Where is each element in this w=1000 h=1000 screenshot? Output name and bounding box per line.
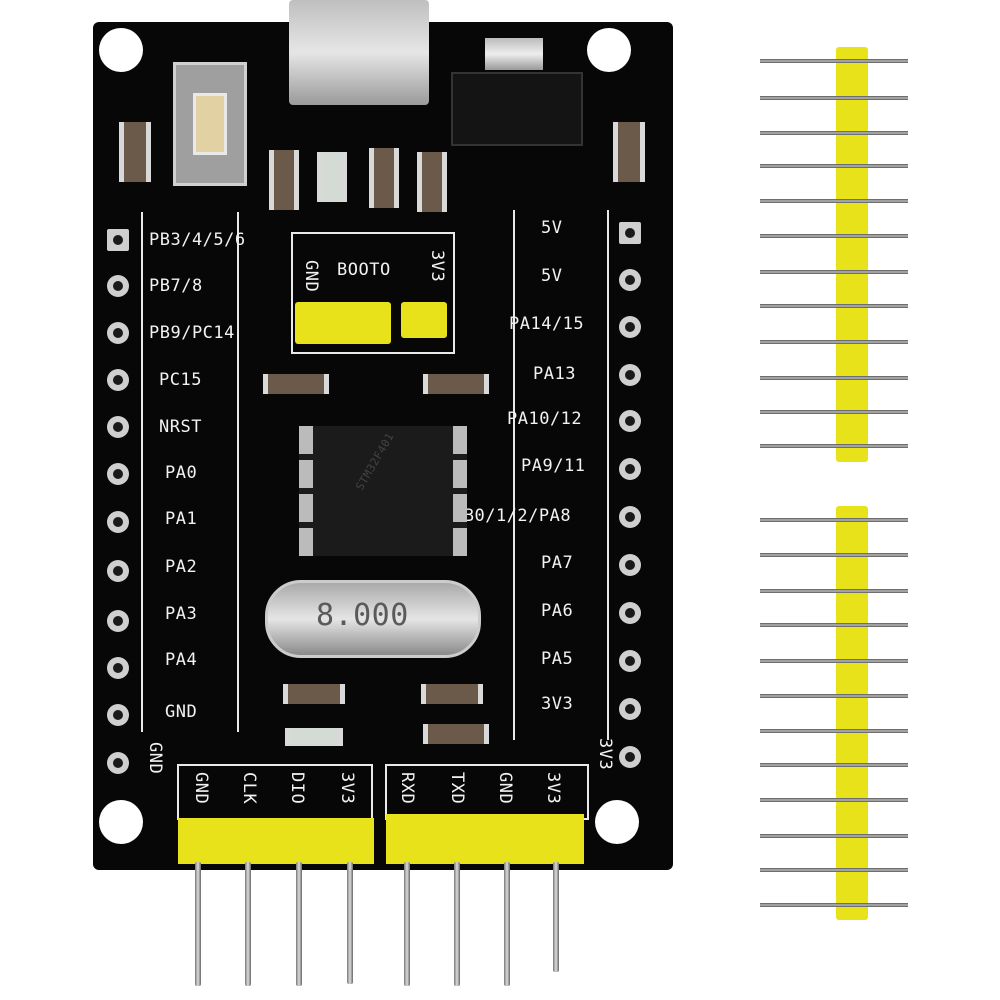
chip-marking: STM32F401 <box>353 430 397 493</box>
pin-pad <box>619 458 641 480</box>
left-pin-label: PA4 <box>165 650 198 670</box>
capacitor <box>613 122 645 182</box>
pin-pad <box>619 316 641 338</box>
header-pin <box>245 862 251 986</box>
left-pin-label: PB7/8 <box>149 276 203 296</box>
pin-pad <box>107 704 129 726</box>
corner-gnd-label: GND <box>145 742 165 775</box>
pin-pad <box>107 657 129 679</box>
micro-usb-connector <box>289 0 429 105</box>
uart-label: RXD <box>397 772 417 805</box>
capacitor <box>421 684 483 704</box>
pin-pad <box>619 746 641 768</box>
right-pin-label: PA7 <box>541 553 574 573</box>
right-pin-label: PA14/15 <box>509 314 585 334</box>
pin-pad <box>619 410 641 432</box>
capacitor <box>417 152 447 212</box>
uart-label: GND <box>495 772 515 805</box>
capacitor <box>119 122 151 182</box>
led <box>317 152 347 202</box>
pin-pad <box>107 416 129 438</box>
pin-pad <box>619 506 641 528</box>
jumper-3v3-label: 3V3 <box>427 250 447 283</box>
voltage-regulator <box>451 72 583 146</box>
swd-header <box>178 818 374 864</box>
pcb-board: PB3/4/5/6 PB7/8 PB9/PC14 PC15 NRST PA0 P… <box>93 0 673 870</box>
pin-pad <box>619 269 641 291</box>
pin-pad <box>107 369 129 391</box>
right-pin-label: PA9/11 <box>521 456 586 476</box>
swd-label: CLK <box>239 772 259 805</box>
right-pin-label: PA5 <box>541 649 574 669</box>
resistor <box>369 148 399 208</box>
resistor <box>423 724 489 744</box>
right-pin-label: 3V3 <box>541 694 574 714</box>
pin-pad <box>619 364 641 386</box>
header-pin <box>504 862 510 986</box>
pin-pad <box>619 554 641 576</box>
reset-button <box>173 62 247 186</box>
right-pin-label: 5V <box>541 218 563 238</box>
swd-label: GND <box>191 772 211 805</box>
pin-pad <box>107 463 129 485</box>
capacitor <box>283 684 345 704</box>
pin-pad <box>107 752 129 774</box>
swd-label: DIO <box>287 772 307 805</box>
pin-pad <box>107 610 129 632</box>
header-pin <box>296 862 302 986</box>
right-pin-label: PA6 <box>541 601 574 621</box>
left-pin-label: PA1 <box>165 509 198 529</box>
left-pin-label: PC15 <box>159 370 202 390</box>
led <box>285 728 343 746</box>
header-pin <box>553 862 559 972</box>
pin-pad <box>107 322 129 344</box>
jumper-cap <box>295 302 391 344</box>
resistor <box>263 374 329 394</box>
right-pin-label: 5V <box>541 266 563 286</box>
right-pin-label: PA13 <box>533 364 576 384</box>
jumper-gnd-label: GND <box>301 260 321 293</box>
mcu-chip: STM32F401 <box>299 426 467 556</box>
uart-header <box>386 814 584 864</box>
swd-label: 3V3 <box>337 772 357 805</box>
header-pin <box>404 862 410 986</box>
jumper-cap <box>401 302 447 338</box>
left-pin-label: NRST <box>159 417 202 437</box>
pin-pad <box>107 560 129 582</box>
right-pin-label: PB0/1/2/PA8 <box>453 506 572 526</box>
header-pin <box>454 862 460 986</box>
resistor <box>269 150 299 210</box>
mounting-hole <box>595 800 639 844</box>
left-pin-label: PB9/PC14 <box>149 323 235 343</box>
mounting-hole <box>587 28 631 72</box>
resistor <box>423 374 489 394</box>
left-pin-label: PA3 <box>165 604 198 624</box>
pin-pad <box>619 698 641 720</box>
pin-pad <box>107 275 129 297</box>
right-pin-label: PA10/12 <box>507 409 583 429</box>
crystal-oscillator: 8.000 <box>265 580 481 658</box>
left-pin-label: PB3/4/5/6 <box>149 230 246 250</box>
mounting-hole <box>99 800 143 844</box>
mounting-hole <box>99 28 143 72</box>
left-pin-label: PA2 <box>165 557 198 577</box>
pin-pad <box>619 222 641 244</box>
header-pin <box>195 862 201 986</box>
pin-pad <box>107 229 129 251</box>
uart-label: TXD <box>447 772 467 805</box>
jumper-boot-label: BOOTO <box>337 260 391 280</box>
pin-pad <box>107 511 129 533</box>
header-pin <box>347 862 353 984</box>
corner-3v3-label: 3V3 <box>595 738 615 771</box>
pin-pad <box>619 602 641 624</box>
left-pin-label: PA0 <box>165 463 198 483</box>
pin-pad <box>619 650 641 672</box>
left-pin-label: GND <box>165 702 198 722</box>
uart-label: 3V3 <box>543 772 563 805</box>
regulator-tab <box>485 38 543 70</box>
crystal-label: 8.000 <box>316 598 409 633</box>
